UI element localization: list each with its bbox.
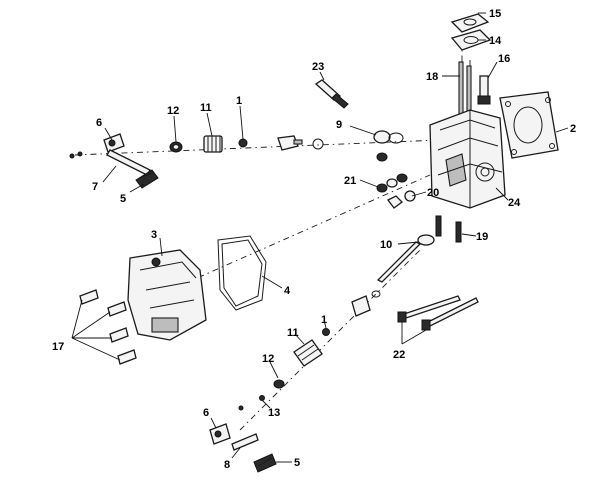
part-valve-10 bbox=[376, 234, 435, 283]
leader-lines bbox=[71, 12, 569, 463]
part-long-bolts-22 bbox=[397, 295, 479, 331]
part-valve-cotter-1-upper bbox=[238, 138, 248, 148]
callout-21: 21 bbox=[344, 175, 356, 187]
part-rocker-arm-6-upper bbox=[69, 133, 125, 159]
callout-4: 4 bbox=[284, 285, 291, 297]
callout-9: 9 bbox=[336, 119, 342, 131]
part-o-ring-upper bbox=[312, 138, 324, 150]
callout-labels: 1 1 2 3 4 5 5 6 6 7 8 9 10 11 11 12 12 1… bbox=[52, 8, 576, 471]
part-nuts-21 bbox=[376, 173, 408, 193]
callout-20: 20 bbox=[427, 187, 439, 199]
callout-6-upper: 6 bbox=[96, 117, 102, 129]
part-valve-seal-lower bbox=[351, 290, 381, 317]
part-valve-spring-11-lower bbox=[293, 339, 323, 367]
callout-3: 3 bbox=[151, 229, 157, 241]
part-cover-bolts-17 bbox=[79, 289, 137, 365]
part-spring-retainer-12-upper bbox=[169, 141, 183, 153]
callout-15: 15 bbox=[489, 8, 501, 20]
callout-11-lower: 11 bbox=[287, 327, 299, 339]
callout-1-lower: 1 bbox=[321, 314, 327, 326]
part-valve-spring-11-upper bbox=[203, 135, 223, 153]
part-bolts-19 bbox=[435, 215, 462, 243]
callout-16: 16 bbox=[498, 53, 510, 65]
callout-2: 2 bbox=[570, 123, 576, 135]
callout-18: 18 bbox=[426, 71, 438, 83]
callout-19: 19 bbox=[476, 231, 488, 243]
part-spring-retainer-12-lower bbox=[273, 379, 285, 389]
part-cylinder-head-24 bbox=[429, 109, 506, 209]
callout-22: 22 bbox=[393, 349, 405, 361]
part-spark-plug-23 bbox=[314, 79, 349, 109]
part-rocker-shaft-8-lower bbox=[231, 433, 259, 451]
part-cover-gasket-4 bbox=[217, 235, 267, 311]
callout-24: 24 bbox=[508, 197, 521, 209]
part-rocker-arm-6-lower bbox=[209, 423, 231, 445]
callout-6-lower: 6 bbox=[203, 407, 209, 419]
part-seal-9 bbox=[373, 130, 404, 162]
part-nut-20 bbox=[387, 190, 416, 209]
assembly-center-lines bbox=[74, 40, 471, 431]
part-valve-guide-upper bbox=[277, 135, 303, 151]
part-valve-cotter-1-lower bbox=[322, 328, 330, 336]
callout-1-upper: 1 bbox=[236, 95, 242, 107]
callout-5-lower: 5 bbox=[294, 457, 300, 469]
callout-17: 17 bbox=[52, 341, 64, 353]
part-intake-joint-14 bbox=[450, 29, 492, 51]
part-head-gasket-2 bbox=[499, 91, 559, 159]
callout-5-upper: 5 bbox=[120, 193, 126, 205]
part-adjust-screw-5-lower bbox=[253, 453, 277, 473]
part-intake-gasket-15 bbox=[450, 13, 490, 33]
callout-13: 13 bbox=[268, 407, 280, 419]
callout-7: 7 bbox=[92, 181, 98, 193]
callout-8: 8 bbox=[224, 459, 230, 471]
callout-12-lower: 12 bbox=[262, 353, 274, 365]
callout-14: 14 bbox=[489, 35, 502, 47]
part-adjust-screw-5-upper bbox=[135, 169, 159, 189]
callout-12-upper: 12 bbox=[167, 105, 179, 117]
part-head-cover-3 bbox=[127, 249, 207, 341]
part-stud-bolts-18 bbox=[458, 61, 472, 119]
part-temperature-sensor-16 bbox=[477, 75, 491, 105]
callout-11-upper: 11 bbox=[200, 102, 212, 114]
part-rocker-shaft-7-upper bbox=[106, 149, 151, 176]
callout-10: 10 bbox=[380, 239, 392, 251]
part-clip-13 bbox=[238, 395, 265, 411]
callout-23: 23 bbox=[312, 61, 324, 73]
